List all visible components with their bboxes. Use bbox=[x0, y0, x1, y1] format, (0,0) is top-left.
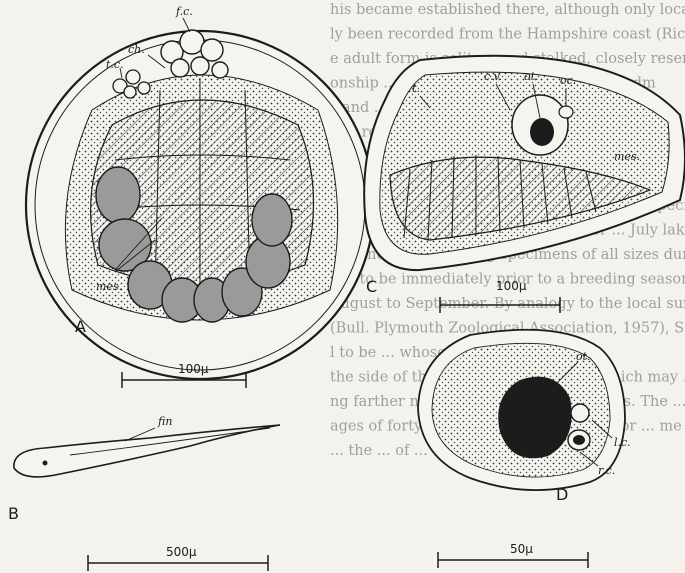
label-mes-c: mes. bbox=[614, 150, 640, 163]
figure-b: fin B 500µ bbox=[8, 415, 280, 571]
label-mes-a: mes. bbox=[96, 280, 122, 293]
label-fc: f.c. bbox=[175, 5, 193, 18]
label-cv: c.v. bbox=[484, 70, 502, 83]
label-lc: l.c. bbox=[614, 436, 631, 449]
label-oc: oc. bbox=[560, 74, 576, 87]
scale-label-a: 100µ bbox=[178, 362, 209, 376]
background-text-line: August to September. By analogy to the l… bbox=[329, 296, 685, 312]
otolith-c bbox=[530, 118, 554, 146]
background-text-line: ly been recorded from the Hampshire coas… bbox=[330, 27, 685, 43]
figure-label-c: C bbox=[366, 277, 377, 296]
label-fin: fin bbox=[157, 415, 172, 428]
label-t: t. bbox=[412, 82, 420, 95]
figure-label-d: D bbox=[556, 485, 568, 504]
larva-body bbox=[14, 425, 280, 477]
figure-a: f.c. ch. t.c. mes. A 100µ bbox=[26, 5, 374, 388]
label-ch: ch. bbox=[128, 43, 145, 56]
figure-label-b: B bbox=[8, 504, 19, 523]
left-cell bbox=[571, 404, 589, 422]
label-ot-c: ot. bbox=[524, 70, 539, 83]
background-text-line: his became established there, although o… bbox=[330, 2, 685, 18]
figure-d: ot. l.c. r.c. D 50µ bbox=[418, 330, 631, 568]
larva-eyespot bbox=[43, 461, 48, 466]
figure-label-a: A bbox=[75, 317, 86, 336]
scale-label-c: 100µ bbox=[496, 279, 527, 293]
ocellus bbox=[559, 106, 573, 118]
right-cell-nucleus bbox=[573, 435, 585, 445]
background-text-line: ... the ... of ... bbox=[330, 443, 428, 459]
label-tc: t.c. bbox=[106, 58, 124, 71]
scale-label-d: 50µ bbox=[510, 542, 533, 556]
otolith-d bbox=[498, 377, 571, 459]
scale-label-b: 500µ bbox=[166, 545, 197, 559]
label-rc: r.c. bbox=[598, 464, 615, 477]
label-ot-d: ot. bbox=[576, 350, 591, 363]
